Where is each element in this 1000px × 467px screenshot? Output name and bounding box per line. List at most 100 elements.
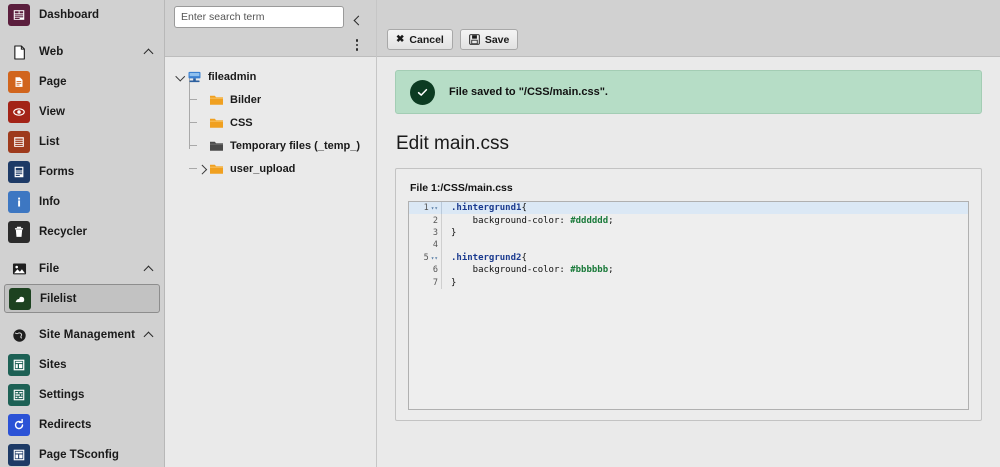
chevron-up-icon — [145, 331, 154, 340]
code-line[interactable]: 1▾▾.hintergrund1{ — [409, 202, 968, 215]
redirects-icon — [8, 414, 30, 436]
status-message-text: File saved to "/CSS/main.css". — [449, 86, 608, 98]
file-path-label: File 1:/CSS/main.css — [410, 182, 513, 194]
code-line[interactable]: 4 — [409, 239, 968, 252]
sidebar-item-page-tsconfig[interactable]: Page TSconfig — [0, 440, 164, 467]
page-title: Edit main.css — [396, 133, 509, 154]
tree-toggle[interactable] — [173, 65, 187, 88]
navigation-header — [165, 0, 376, 57]
code-line[interactable]: 7} — [409, 276, 968, 289]
tree-toggle[interactable] — [195, 88, 209, 111]
tree-item-temporary-files-temp[interactable]: Temporary files (_temp_) — [165, 134, 376, 157]
folder-icon — [209, 115, 225, 131]
line-number: 2 — [409, 214, 442, 227]
collapse-panel-button[interactable] — [352, 9, 362, 31]
sidebar-group-site-management[interactable]: Site Management — [0, 320, 164, 350]
sidebar-item-page[interactable]: Page — [0, 67, 164, 97]
code-line[interactable]: 2 background-color: #dddddd; — [409, 214, 968, 227]
save-button[interactable]: Save — [459, 29, 519, 50]
page-tsconfig-icon — [8, 444, 30, 466]
sidebar-item-label: Recycler — [39, 226, 87, 238]
sites-icon — [8, 354, 30, 376]
code-line[interactable]: 3} — [409, 226, 968, 240]
page-outline-icon — [8, 41, 30, 63]
sidebar-item-label: List — [39, 136, 60, 148]
content-toolbar: ✖ Cancel Save — [377, 0, 1000, 57]
sidebar-item-label: Redirects — [39, 419, 92, 431]
dashboard-icon — [8, 4, 30, 26]
sidebar-group-label: Site Management — [39, 329, 136, 341]
sidebar-item-forms[interactable]: Forms — [0, 157, 164, 187]
list-icon — [8, 131, 30, 153]
tree-item-css[interactable]: CSS — [165, 111, 376, 134]
globe-outline-icon — [8, 324, 30, 346]
sidebar-group-label: Web — [39, 46, 64, 58]
folder-temp-icon — [209, 138, 225, 154]
line-number: 1▾▾ — [409, 202, 442, 215]
content-body: File saved to "/CSS/main.css". Edit main… — [377, 57, 1000, 467]
tree-toggle[interactable] — [195, 134, 209, 157]
storage-drive-icon — [187, 69, 203, 85]
check-circle-icon — [410, 79, 435, 105]
sidebar-item-view[interactable]: View — [0, 97, 164, 127]
fold-marker-icon[interactable]: ▾▾ — [430, 205, 438, 213]
tree-toggle[interactable] — [195, 111, 209, 134]
tree-toggle[interactable] — [195, 157, 209, 180]
sidebar-item-label: Sites — [39, 359, 67, 371]
chevron-down-icon — [176, 73, 184, 81]
navigation-more-button[interactable] — [355, 31, 359, 53]
sidebar-item-dashboard[interactable]: Dashboard — [0, 0, 164, 30]
floppy-disk-icon — [469, 34, 480, 45]
code-text: .hintergrund2{ — [451, 252, 527, 263]
code-text: background-color: #bbbbbb; — [451, 265, 614, 276]
close-x-icon: ✖ — [396, 34, 405, 45]
code-editor[interactable]: 1▾▾.hintergrund1{2 background-color: #dd… — [408, 201, 969, 410]
sidebar-item-filelist[interactable]: Filelist — [4, 284, 160, 313]
line-number: 5▾▾ — [409, 251, 442, 264]
sidebar-item-settings[interactable]: Settings — [0, 380, 164, 410]
status-message: File saved to "/CSS/main.css". — [395, 70, 982, 114]
kebab-menu-icon — [355, 39, 359, 51]
sidebar-group-label: File — [39, 263, 60, 275]
sidebar-item-label: Forms — [39, 166, 75, 178]
line-number: 7 — [409, 276, 442, 289]
sidebar-item-list[interactable]: List — [0, 127, 164, 157]
sidebar-group-file[interactable]: File — [0, 254, 164, 284]
line-number: 3 — [409, 226, 442, 240]
cancel-button[interactable]: ✖ Cancel — [387, 29, 453, 50]
sidebar-group-web[interactable]: Web — [0, 37, 164, 67]
recycler-trash-icon — [8, 221, 30, 243]
sidebar-item-sites[interactable]: Sites — [0, 350, 164, 380]
code-text: background-color: #dddddd; — [451, 215, 614, 226]
sidebar-item-label: Page TSconfig — [39, 449, 119, 461]
code-line[interactable]: 5▾▾ .hintergrund2{ — [409, 251, 968, 264]
chevron-up-icon — [145, 48, 154, 57]
search-input[interactable] — [174, 6, 344, 28]
sidebar-item-info[interactable]: Info — [0, 187, 164, 217]
sidebar-item-recycler[interactable]: Recycler — [0, 217, 164, 247]
folder-icon — [209, 161, 225, 177]
line-number: 6 — [409, 263, 442, 277]
code-line[interactable]: 6 background-color: #bbbbbb; — [409, 263, 968, 277]
tree-item-fileadmin[interactable]: fileadmin — [165, 65, 376, 88]
fold-marker-icon[interactable]: ▾▾ — [430, 254, 438, 262]
line-number: 4 — [409, 239, 442, 252]
chevron-up-icon — [145, 265, 154, 274]
tree-item-user-upload[interactable]: user_upload — [165, 157, 376, 180]
settings-sliders-icon — [8, 384, 30, 406]
page-icon — [8, 71, 30, 93]
sidebar-item-redirects[interactable]: Redirects — [0, 410, 164, 440]
sidebar-item-label: View — [39, 106, 65, 118]
tree-item-label: Temporary files (_temp_) — [230, 139, 361, 152]
save-button-label: Save — [484, 33, 510, 46]
tree-item-label: user_upload — [230, 162, 296, 175]
tree-item-bilder[interactable]: Bilder — [165, 88, 376, 111]
cancel-button-label: Cancel — [409, 33, 444, 46]
editor-panel: File 1:/CSS/main.css 1▾▾.hintergrund1{2 … — [395, 168, 982, 421]
info-icon — [8, 191, 30, 213]
sidebar-item-label: Filelist — [40, 292, 77, 305]
